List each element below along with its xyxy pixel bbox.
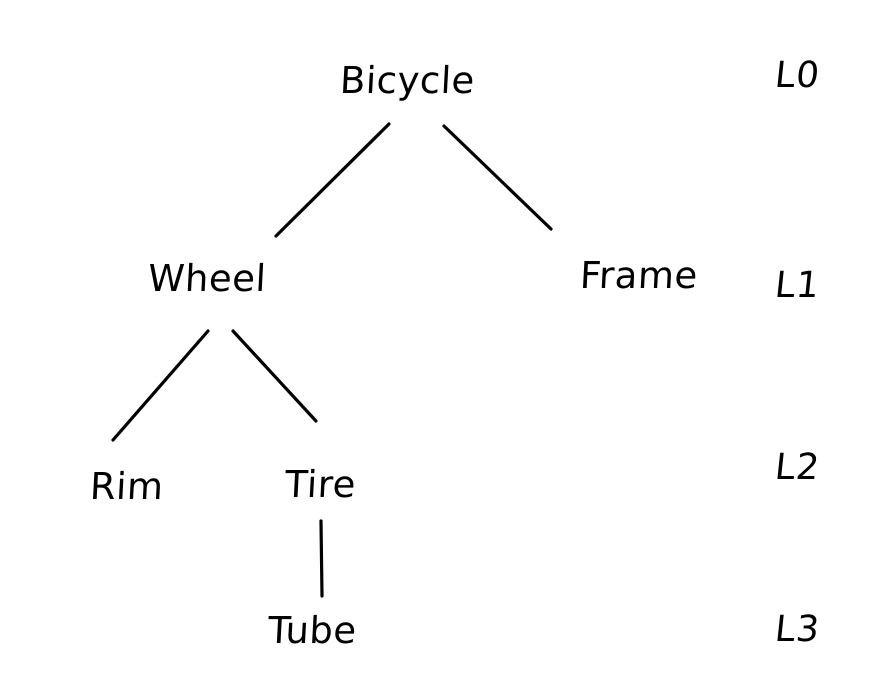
edge-wheel-tire <box>231 329 318 423</box>
level-label-l1: L1 <box>772 265 823 306</box>
level-label-l2: L2 <box>772 447 823 488</box>
node-tire: Tire <box>283 463 358 506</box>
node-tube: Tube <box>266 609 358 652</box>
edge-bicycle-frame <box>442 124 553 231</box>
edge-bicycle-wheel <box>274 122 391 238</box>
level-label-l0: L0 <box>772 55 823 96</box>
edge-wheel-rim <box>111 329 210 442</box>
level-label-l3: L3 <box>772 609 823 650</box>
node-frame: Frame <box>578 254 699 297</box>
node-wheel: Wheel <box>146 257 268 300</box>
node-rim: Rim <box>88 465 165 508</box>
node-bicycle: Bicycle <box>338 59 476 102</box>
edge-tire-tube <box>319 519 324 598</box>
